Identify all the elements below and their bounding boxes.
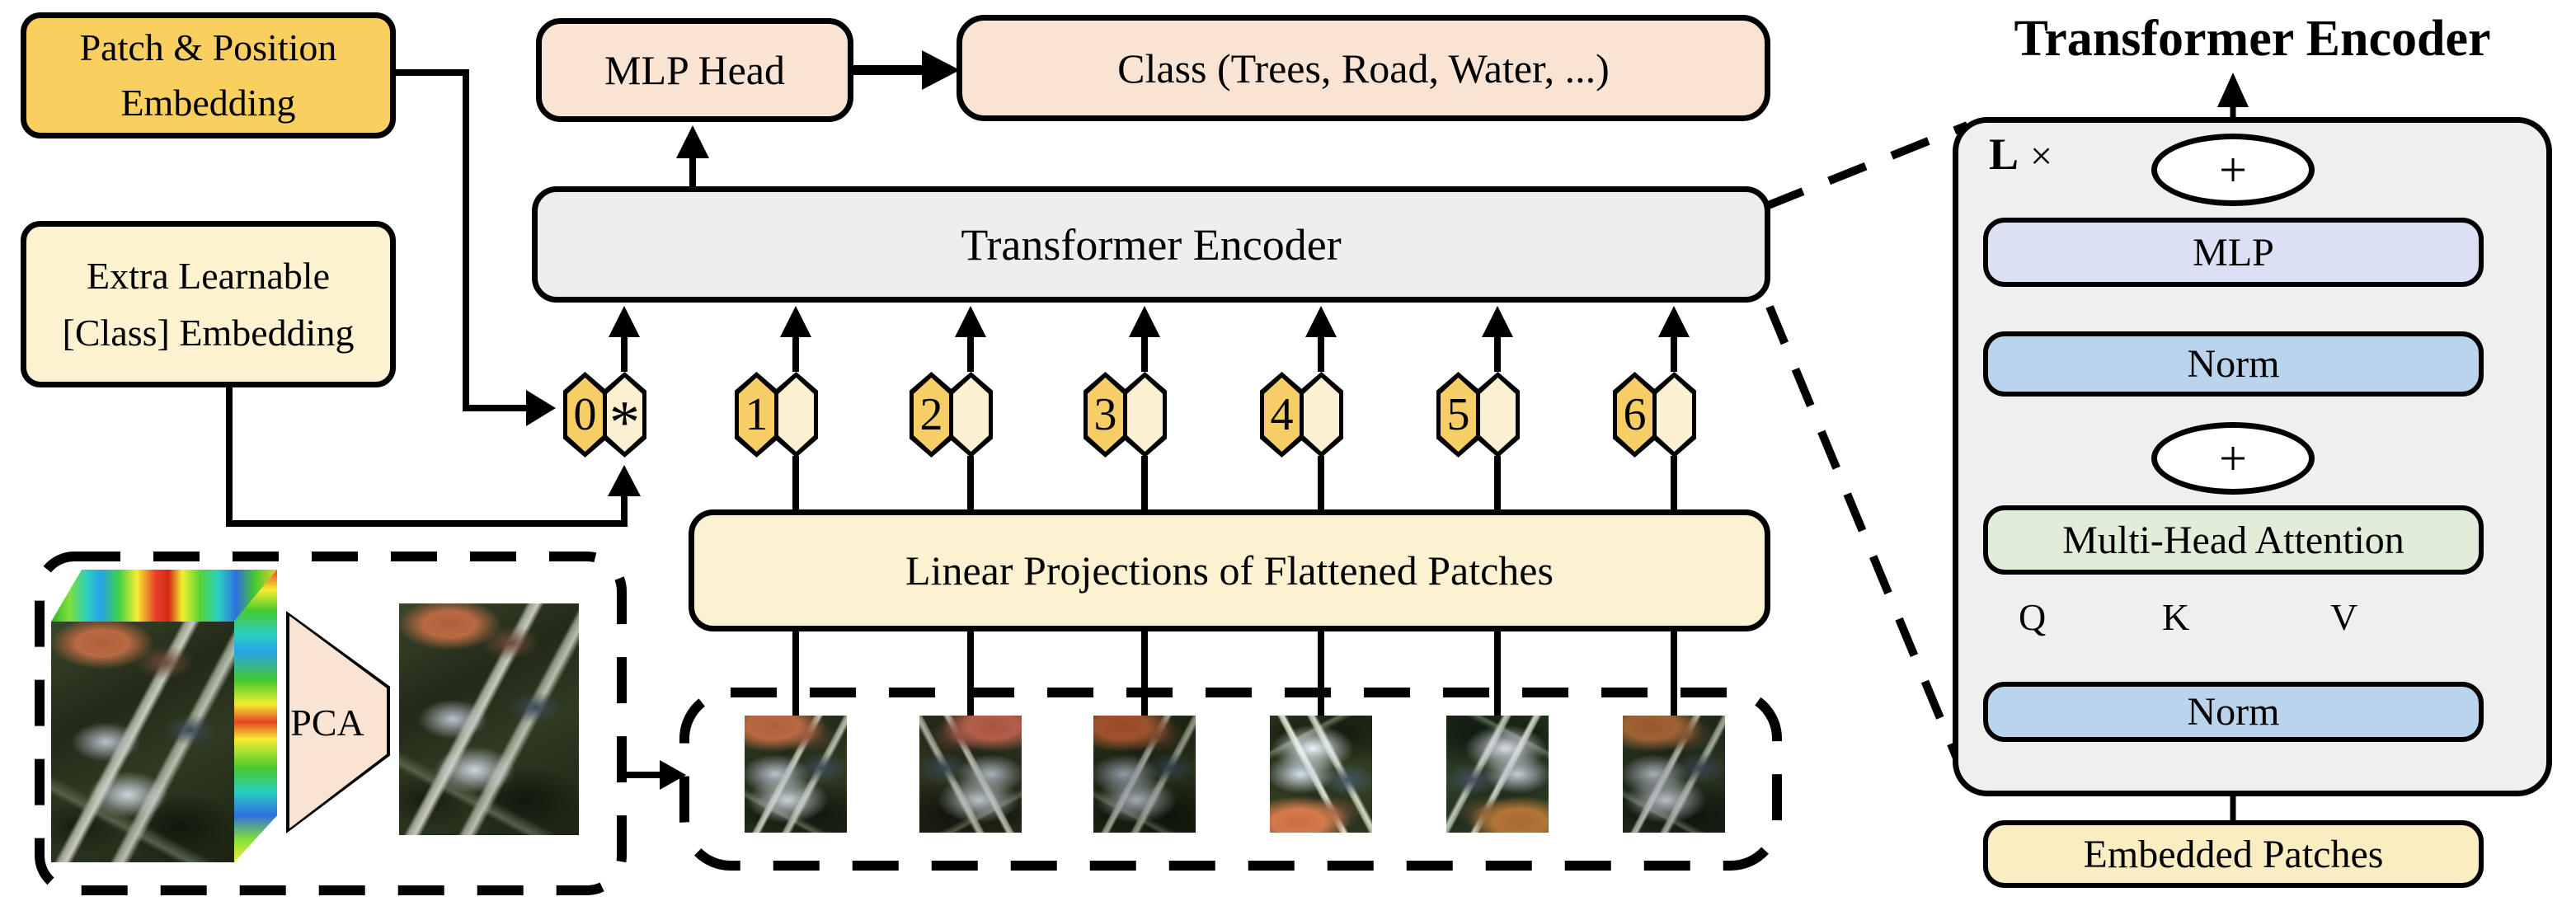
arrowhead-into-strip bbox=[660, 760, 686, 790]
pca-dashed-box bbox=[35, 552, 627, 895]
panel-mlp-box: MLP bbox=[1983, 218, 2484, 287]
patch-strip-dashed-box bbox=[679, 688, 1782, 871]
panel-norm-top-box: Norm bbox=[1983, 331, 2484, 397]
panel-norm-bottom-label: Norm bbox=[2187, 690, 2280, 734]
layer-repeat-label: L× bbox=[1989, 129, 2052, 180]
token-5-hexagon: 5 bbox=[1436, 372, 1480, 458]
image-patch-6 bbox=[1623, 716, 1725, 833]
arrowhead-token1-te bbox=[780, 306, 811, 337]
hyperspectral-cube-top-face bbox=[51, 570, 277, 622]
transformer-encoder-box: Transformer Encoder bbox=[532, 186, 1770, 303]
token-2-hexagon: 2 bbox=[910, 372, 953, 458]
class-output-box: Class (Trees, Road, Water, ...) bbox=[957, 15, 1770, 121]
arrowhead-token6-te bbox=[1658, 306, 1690, 337]
pca-block: PCA bbox=[286, 611, 390, 833]
linear-projection-label: Linear Projections of Flattened Patches bbox=[905, 547, 1554, 594]
token-3-hexagon: 3 bbox=[1084, 372, 1127, 458]
image-patch-4 bbox=[1270, 716, 1372, 833]
key-label: K bbox=[2162, 596, 2190, 638]
class-embedding-box: Extra Learnable [Class] Embedding bbox=[21, 221, 396, 387]
token-4: 4 bbox=[1260, 372, 1343, 458]
token-5: 5 bbox=[1436, 372, 1520, 458]
token-6-embedding-hexagon bbox=[1652, 372, 1696, 458]
embedded-patches-box: Embedded Patches bbox=[1983, 820, 2484, 888]
image-patch-2 bbox=[919, 716, 1022, 833]
patch-pos-connector-line bbox=[396, 69, 526, 411]
mlp-head-box: MLP Head bbox=[536, 18, 853, 122]
token-1: 1 bbox=[735, 372, 818, 458]
token-1-embedding-hexagon bbox=[774, 372, 818, 458]
token-2-embedding-hexagon bbox=[949, 372, 993, 458]
hyperspectral-cube-right-face bbox=[234, 570, 277, 862]
token-6-number: 6 bbox=[1617, 378, 1652, 452]
panel-mlp-label: MLP bbox=[2193, 230, 2274, 275]
mlp-head-label: MLP Head bbox=[604, 47, 785, 93]
token-2: 2 bbox=[910, 372, 993, 458]
token-4-hexagon: 4 bbox=[1260, 372, 1304, 458]
class-token-symbol: * bbox=[609, 388, 640, 457]
panel-attention-label: Multi-Head Attention bbox=[2062, 518, 2404, 562]
token-6: 6 bbox=[1613, 372, 1696, 458]
query-label: Q bbox=[2019, 596, 2047, 638]
arrowhead-into-class-token bbox=[608, 465, 641, 496]
image-patch-5 bbox=[1446, 716, 1549, 833]
arrowhead-into-mlphead bbox=[676, 125, 709, 158]
arrowhead-token4-te bbox=[1305, 306, 1337, 337]
patch-position-embedding-label: Patch & Position Embedding bbox=[79, 26, 337, 124]
token-4-embedding-hexagon bbox=[1300, 372, 1343, 458]
token-5-embedding-hexagon bbox=[1476, 372, 1520, 458]
value-label: V bbox=[2330, 596, 2358, 638]
hyperspectral-cube-front-face bbox=[51, 622, 234, 862]
arrowhead-into-token0 bbox=[526, 390, 556, 426]
token-3-embedding-hexagon bbox=[1123, 372, 1167, 458]
transformer-encoder-label: Transformer Encoder bbox=[961, 219, 1342, 270]
class-embedding-label: Extra Learnable [Class] Embedding bbox=[62, 255, 355, 354]
arrowhead-panel-output bbox=[2217, 73, 2249, 107]
token-0: 0 * bbox=[563, 372, 646, 458]
token-0-hexagon: 0 bbox=[563, 372, 607, 458]
image-patch-3 bbox=[1093, 716, 1196, 833]
token-2-number: 2 bbox=[914, 378, 949, 452]
token-0-number: 0 bbox=[567, 378, 603, 452]
arrowhead-into-class bbox=[922, 50, 960, 90]
residual-add-top: + bbox=[2151, 134, 2315, 206]
pca-result-image bbox=[399, 603, 579, 835]
zoom-link-upper-dashed bbox=[1765, 121, 1969, 210]
arrowhead-token2-te bbox=[955, 306, 986, 337]
residual-add-bottom: + bbox=[2151, 422, 2315, 495]
token-3-number: 3 bbox=[1088, 378, 1123, 452]
class-embedding-connector-line bbox=[226, 387, 628, 527]
token-4-number: 4 bbox=[1264, 378, 1300, 452]
patch-position-embedding-box: Patch & Position Embedding bbox=[21, 12, 396, 138]
layer-count-symbol: L bbox=[1989, 129, 2019, 179]
linear-projection-box: Linear Projections of Flattened Patches bbox=[689, 509, 1770, 631]
panel-title: Transformer Encoder bbox=[2014, 11, 2491, 67]
token-6-hexagon: 6 bbox=[1613, 372, 1657, 458]
class-token-hexagon: * bbox=[603, 372, 646, 458]
panel-attention-box: Multi-Head Attention bbox=[1983, 505, 2484, 575]
token-1-hexagon: 1 bbox=[735, 372, 778, 458]
class-output-label: Class (Trees, Road, Water, ...) bbox=[1117, 45, 1610, 92]
pca-label: PCA bbox=[290, 701, 364, 744]
arrowhead-token3-te bbox=[1129, 306, 1160, 337]
image-patch-1 bbox=[745, 716, 847, 833]
plus-icon: + bbox=[2219, 430, 2247, 486]
arrowhead-token5-te bbox=[1482, 306, 1513, 337]
token-3: 3 bbox=[1084, 372, 1167, 458]
token-1-number: 1 bbox=[739, 378, 774, 452]
token-5-number: 5 bbox=[1441, 378, 1476, 452]
embedded-patches-label: Embedded Patches bbox=[2083, 832, 2384, 876]
plus-icon: + bbox=[2219, 142, 2247, 197]
panel-norm-top-label: Norm bbox=[2187, 342, 2280, 386]
arrowhead-token0-te bbox=[609, 306, 640, 337]
times-symbol: × bbox=[2030, 134, 2053, 178]
zoom-link-lower-dashed bbox=[1765, 305, 1970, 782]
panel-norm-bottom-box: Norm bbox=[1983, 682, 2484, 742]
